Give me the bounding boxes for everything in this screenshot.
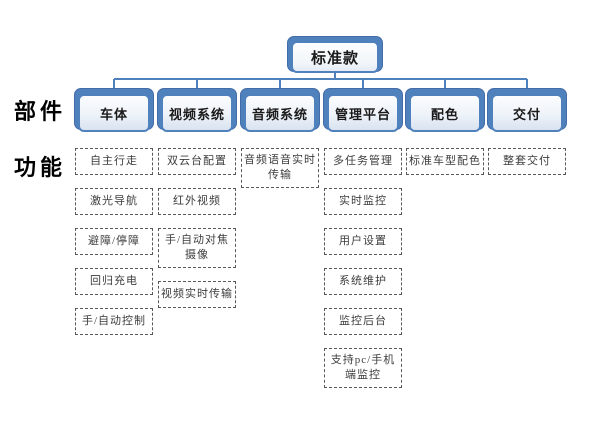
category-node-audio-system: 音频系统 [240,88,320,132]
function-box: 双云台配置 [158,148,236,175]
category-label: 视频系统 [161,94,233,132]
function-box: 用户设置 [324,228,402,255]
function-list: 标准车型配色 [406,148,484,175]
category-node-video-system: 视频系统 [157,88,237,132]
function-box: 监控后台 [324,308,402,335]
function-box: 整套交付 [488,148,566,175]
function-box: 多任务管理 [324,148,402,175]
root-node-label: 标准款 [291,41,379,73]
function-list: 整套交付 [488,148,566,175]
function-list: 双云台配置红外视频手/自动对焦摄像视频实时传输 [158,148,236,308]
category-label: 交付 [491,94,563,132]
function-box: 回归充电 [75,268,153,295]
row-label-functions: 功能 [14,155,67,180]
category-label: 管理平台 [327,94,399,132]
function-list: 自主行走激光导航避障/停障回归充电手/自动控制 [75,148,153,335]
category-label: 音频系统 [244,94,316,132]
function-box: 标准车型配色 [406,148,484,175]
category-label: 车体 [78,94,150,132]
function-box: 自主行走 [75,148,153,175]
function-box: 手/自动控制 [75,308,153,335]
category-node-color-scheme: 配色 [405,88,485,132]
function-box: 实时监控 [324,188,402,215]
function-box: 激光导航 [75,188,153,215]
function-box: 系统维护 [324,268,402,295]
function-box: 避障/停障 [75,228,153,255]
category-node-body: 车体 [74,88,154,132]
category-node-management-platform: 管理平台 [323,88,403,132]
root-node: 标准款 [287,36,383,74]
function-box: 音频语音实时传输 [241,148,319,188]
category-label: 配色 [409,94,481,132]
function-box: 红外视频 [158,188,236,215]
row-label-parts: 部件 [14,99,67,124]
function-box: 视频实时传输 [158,280,236,308]
function-list: 多任务管理实时监控用户设置系统维护监控后台支持pc/手机端监控 [324,148,402,388]
category-node-delivery: 交付 [487,88,567,132]
function-box: 支持pc/手机端监控 [324,348,402,388]
function-list: 音频语音实时传输 [241,148,319,188]
function-box: 手/自动对焦摄像 [158,228,236,268]
